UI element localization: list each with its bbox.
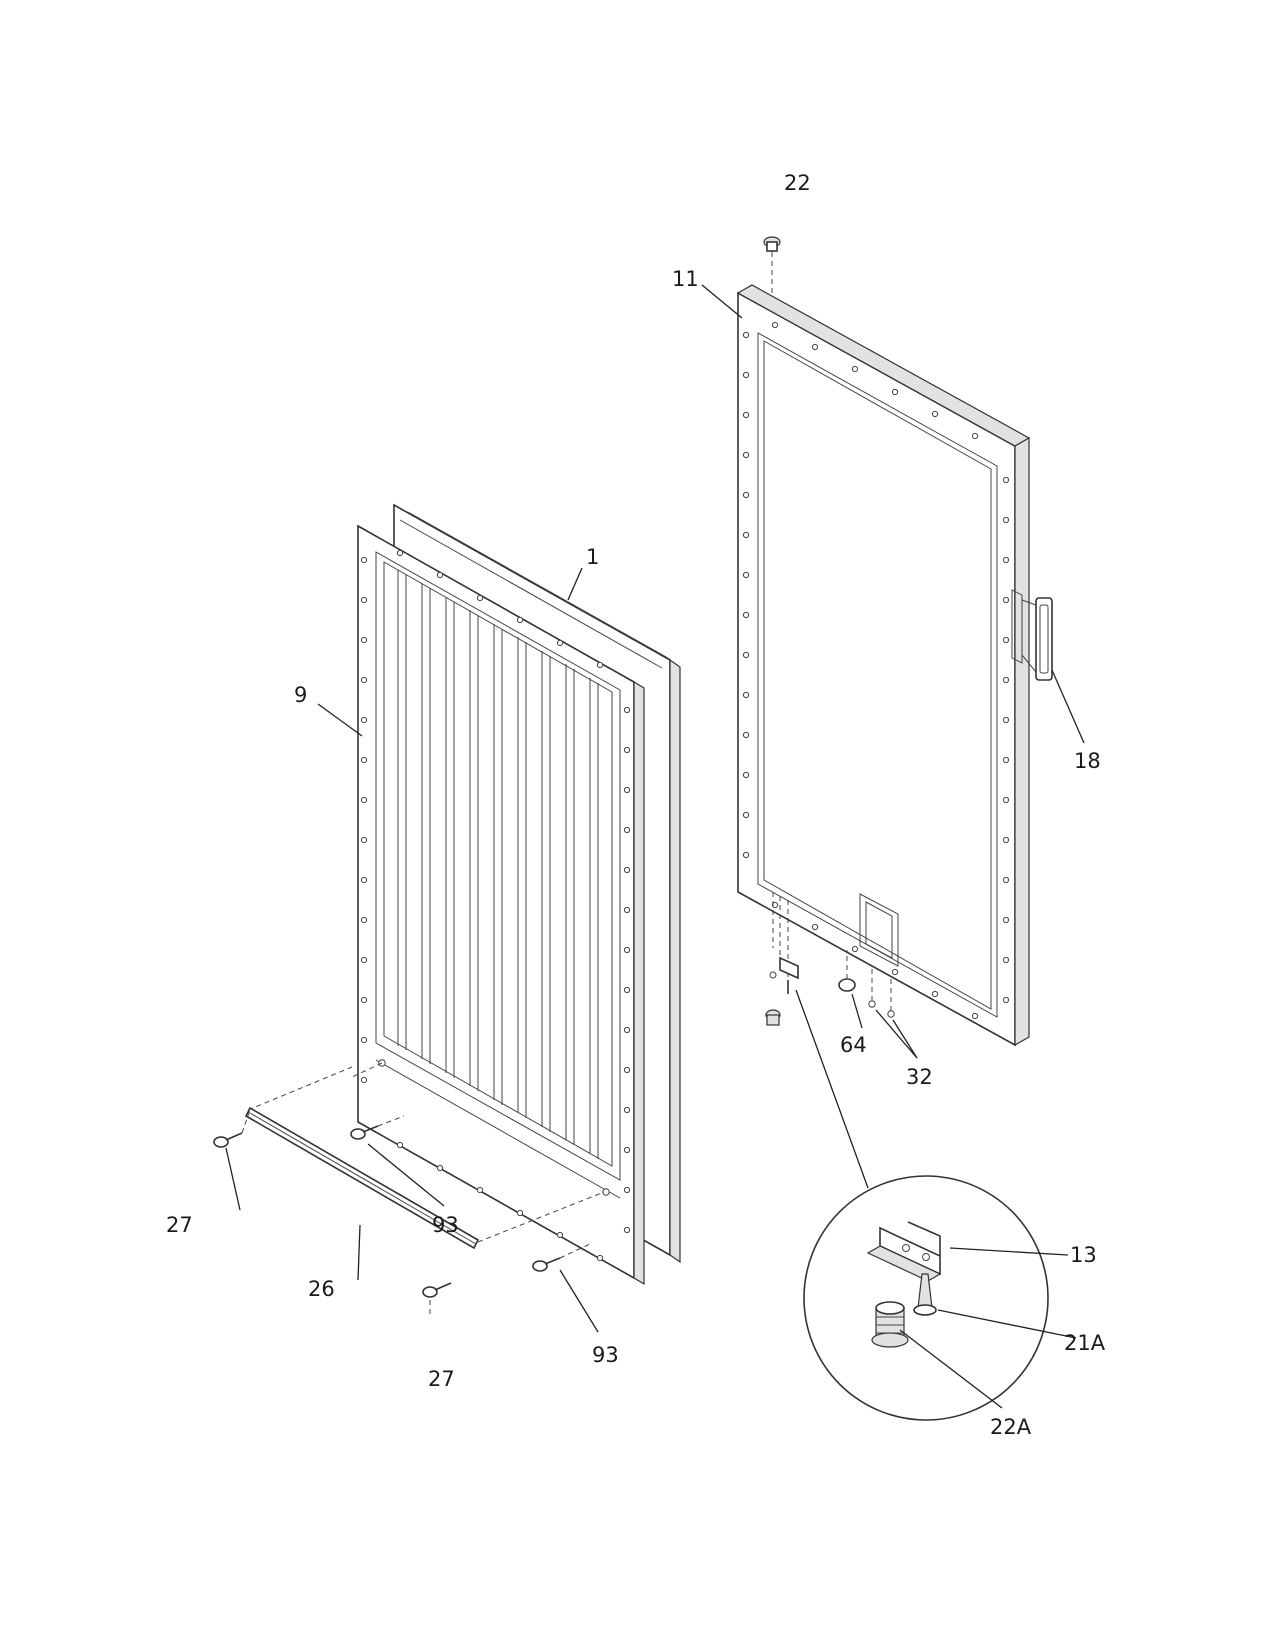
- callout-1: 1: [586, 545, 599, 569]
- callout-93-lower: 93: [592, 1343, 619, 1367]
- door-handle: [1011, 589, 1053, 681]
- screw-93-lower: [532, 1257, 561, 1272]
- callout-93-upper: 93: [432, 1213, 459, 1237]
- push-pin-27-upper: [213, 1132, 243, 1148]
- leader-lines: [225, 284, 1085, 1409]
- door-frame-assembly: [736, 284, 1031, 1047]
- callout-26: 26: [308, 1277, 335, 1301]
- callout-27-lower: 27: [428, 1367, 455, 1391]
- callout-21a: 21A: [1064, 1331, 1106, 1355]
- callout-18: 18: [1074, 749, 1101, 773]
- callout-13: 13: [1070, 1243, 1097, 1267]
- frame-screw-holes: [742, 321, 1010, 1020]
- door-liner-edge: [633, 680, 645, 1286]
- liner-screw-holes: [360, 549, 631, 1262]
- callout-32: 32: [906, 1065, 933, 1089]
- callout-64: 64: [840, 1033, 867, 1057]
- bottom-hardware: [765, 892, 895, 1026]
- detail-magnifier: [795, 989, 1049, 1421]
- push-pin-27-lower: [422, 1282, 452, 1298]
- screw-93-upper: [350, 1125, 379, 1140]
- callout-22a: 22A: [990, 1415, 1032, 1439]
- hinge-pin-22: [763, 236, 781, 252]
- callout-11: 11: [672, 267, 699, 291]
- door-shell-side: [669, 658, 681, 1264]
- callout-9: 9: [294, 683, 307, 707]
- breaker-strip: [244, 1106, 480, 1250]
- liner-ribs: [397, 570, 599, 1159]
- callout-27-upper: 27: [166, 1213, 193, 1237]
- callout-22: 22: [784, 171, 811, 195]
- door-panel-assembly: [357, 503, 681, 1286]
